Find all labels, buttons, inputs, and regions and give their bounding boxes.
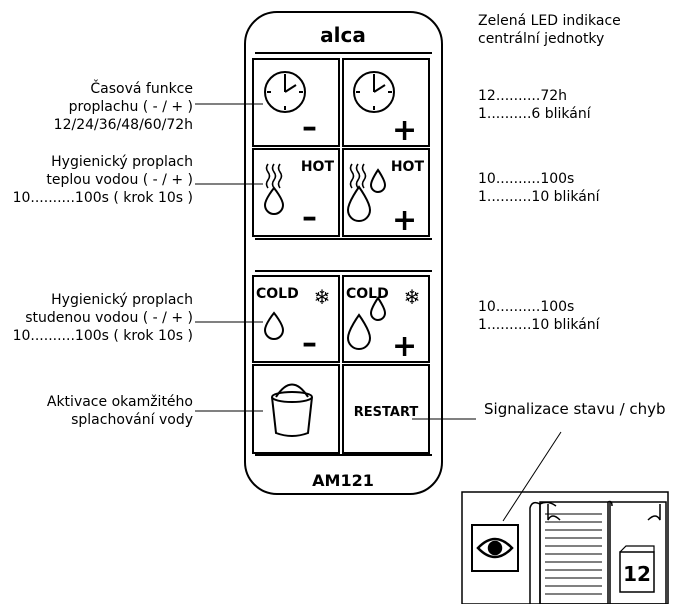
label-line: 12/24/36/48/60/72h [53, 117, 193, 133]
hot-plus-button[interactable] [342, 148, 430, 237]
label-line: Zelená LED indikace [478, 13, 621, 29]
clock-icon [353, 71, 395, 113]
label-cold-flush: Hygienický proplach studenou vodou ( - /… [13, 291, 193, 345]
page-number: 12 [623, 562, 651, 586]
page-lines [545, 513, 602, 595]
label-hot-flush: Hygienický proplach teplou vodou ( - / +… [13, 153, 193, 207]
label-time-function: Časová funkce proplachu ( - / + ) 12/24/… [54, 80, 193, 134]
minus-sign: – [302, 200, 317, 235]
instant-flush-button[interactable] [252, 364, 340, 454]
label-line: Časová funkce [90, 81, 193, 97]
hot-minus-button[interactable] [252, 148, 340, 237]
label-line: proplachu ( - / + ) [68, 99, 193, 115]
cold-label: COLD [256, 286, 299, 302]
plus-sign: + [392, 203, 417, 238]
clock-icon [264, 71, 306, 113]
heat-waves-icon [349, 163, 367, 189]
minus-sign: – [302, 326, 317, 361]
page-number-curl [619, 545, 655, 553]
eye-icon [476, 537, 514, 559]
label-status-signal: Signalizace stavu / chyb [484, 400, 666, 418]
label-line: 1..........10 blikání [478, 189, 600, 205]
remote-body [244, 11, 443, 495]
book-icon [529, 500, 667, 604]
corner-curl-icon [547, 504, 661, 521]
label-instant-flush: Aktivace okamžitého splachování vody [47, 393, 193, 429]
label-cold-led: 10..........100s 1..........10 blikání [478, 298, 600, 334]
restart-label: RESTART [354, 405, 419, 420]
hot-label: HOT [391, 159, 425, 175]
plus-sign: + [392, 113, 417, 148]
plus-sign: + [392, 329, 417, 364]
cold-plus-button[interactable] [342, 275, 430, 363]
time-minus-button[interactable] [252, 58, 340, 147]
label-line: Signalizace stavu / chyb [484, 400, 666, 418]
label-line: splachování vody [71, 412, 193, 428]
label-line: studenou vodou ( - / + ) [25, 310, 193, 326]
label-line: 10..........100s ( krok 10s ) [12, 190, 193, 206]
droplet-icon [346, 185, 372, 222]
minus-sign: – [302, 110, 317, 145]
heat-waves-icon [265, 163, 283, 189]
label-line: teplou vodou ( - / + ) [46, 172, 193, 188]
snowflake-icon: ❄ [404, 285, 421, 309]
droplet-icon [263, 186, 285, 215]
label-line: Hygienický proplach [51, 154, 193, 170]
hot-label: HOT [301, 159, 335, 175]
label-hot-led: 10..........100s 1..........10 blikání [478, 170, 600, 206]
cold-label: COLD [346, 286, 389, 302]
snowflake-icon: ❄ [314, 285, 331, 309]
label-line: 10..........100s ( krok 10s ) [12, 328, 193, 344]
label-line: Aktivace okamžitého [46, 394, 193, 410]
label-line: 10..........100s [478, 299, 575, 315]
cold-minus-button[interactable] [252, 275, 340, 363]
droplet-icon [346, 313, 372, 350]
label-line: 10..........100s [478, 171, 575, 187]
droplet-icon [263, 311, 285, 340]
droplet-icon [369, 296, 387, 321]
label-time-led: 12..........72h 1..........6 blikání [478, 87, 591, 123]
inset-panel [461, 491, 669, 604]
label-line: 1..........10 blikání [478, 317, 600, 333]
eye-icon-frame [471, 524, 519, 572]
bucket-icon [271, 383, 313, 437]
restart-button[interactable] [342, 364, 430, 454]
label-line: 1..........6 blikání [478, 106, 591, 122]
droplet-icon [369, 168, 387, 193]
label-line: centrální jednotky [478, 31, 605, 47]
label-line: 12..........72h [478, 88, 568, 104]
time-plus-button[interactable] [342, 58, 430, 147]
label-led-title: Zelená LED indikace centrální jednotky [478, 12, 621, 48]
brand-logo: alca [320, 23, 366, 47]
leader-line [502, 431, 562, 522]
page-number-box [619, 551, 655, 593]
model-label: AM121 [312, 471, 374, 490]
label-line: Hygienický proplach [51, 292, 193, 308]
